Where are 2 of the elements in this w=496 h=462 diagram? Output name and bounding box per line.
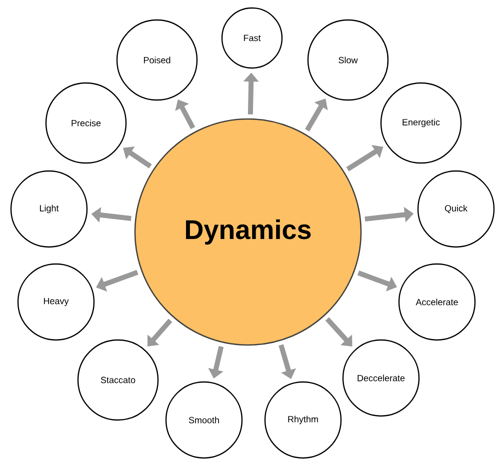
arrow: [325, 317, 352, 346]
arrow: [147, 318, 172, 346]
